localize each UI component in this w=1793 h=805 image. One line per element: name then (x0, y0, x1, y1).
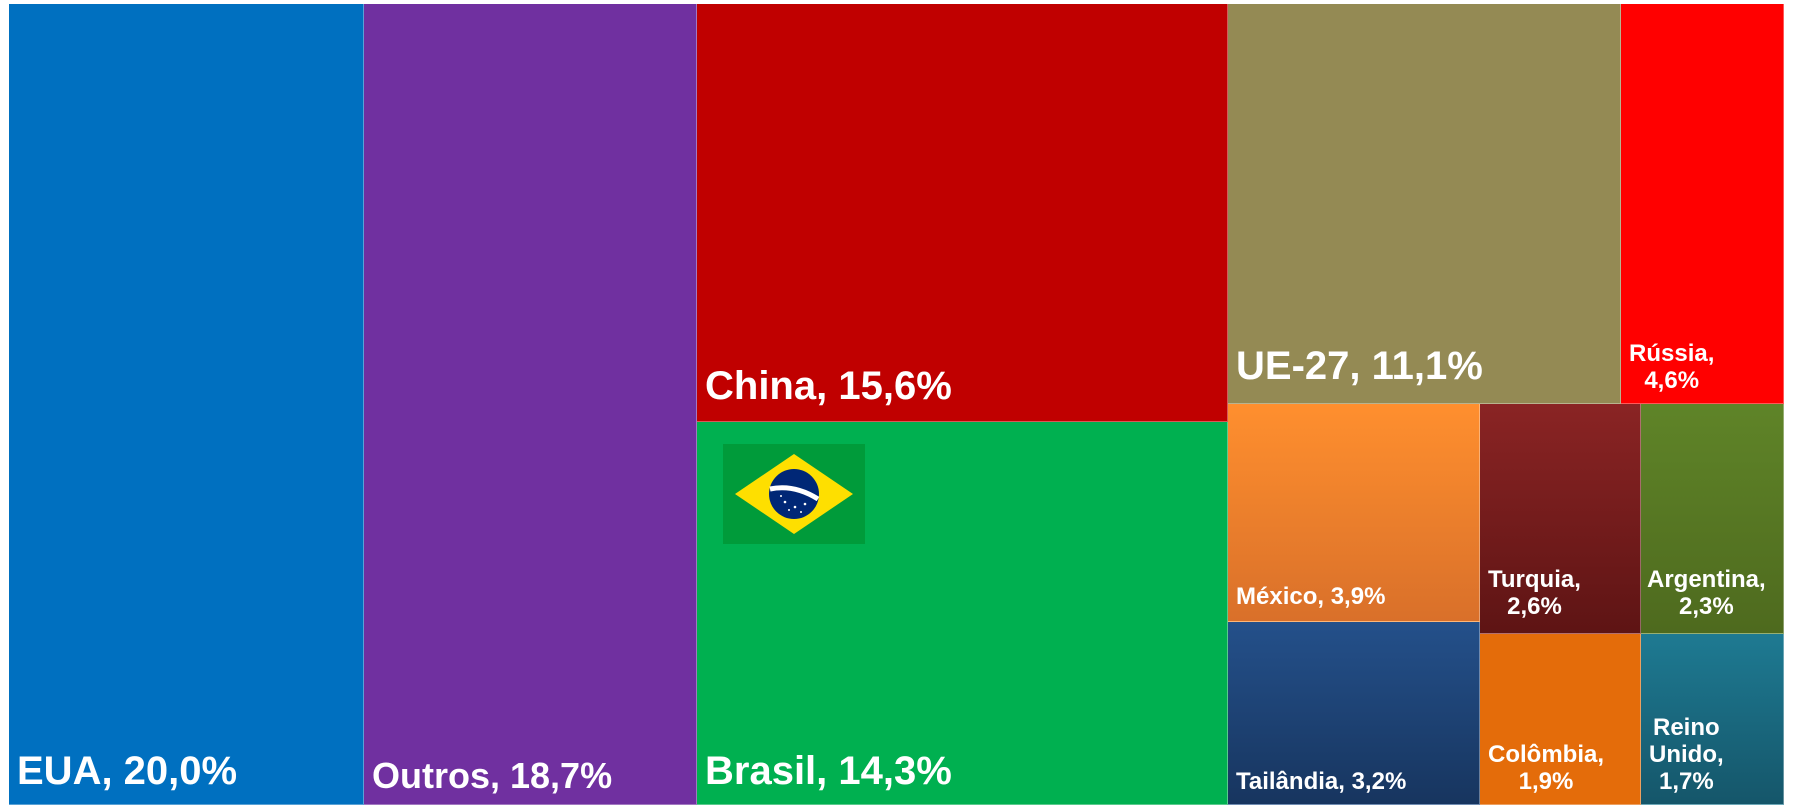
treemap-label-china: China, 15,6% (705, 364, 952, 409)
treemap-tile-reino-unido: Reino Unido, 1,7% (1641, 634, 1784, 805)
treemap-tile-tailandia: Tailândia, 3,2% (1228, 622, 1480, 805)
treemap-tile-china: China, 15,6% (697, 4, 1228, 422)
treemap-tile-outros: Outros, 18,7% (364, 4, 697, 805)
treemap-label-brasil: Brasil, 14,3% (705, 749, 952, 794)
treemap-label-mexico: México, 3,9% (1236, 583, 1386, 611)
treemap-label-outros: Outros, 18,7% (372, 754, 613, 796)
treemap-label-argentina: Argentina, 2,3% (1647, 566, 1766, 621)
treemap-tile-brasil: Brasil, 14,3% (697, 422, 1228, 805)
treemap-label-ue-27: UE-27, 11,1% (1236, 344, 1483, 389)
treemap-tile-eua: EUA, 20,0% (9, 4, 364, 805)
treemap-label-tailandia: Tailândia, 3,2% (1236, 768, 1407, 796)
treemap-tile-turquia: Turquia, 2,6% (1480, 404, 1641, 634)
treemap-label-colombia: Colômbia, 1,9% (1488, 741, 1605, 796)
treemap-tile-russia: Rússia, 4,6% (1621, 4, 1784, 404)
treemap-chart: EUA, 20,0% Outros, 18,7% China, 15,6% Brasi… (9, 4, 1784, 805)
treemap-tile-mexico: México, 3,9% (1228, 404, 1480, 622)
treemap-label-reino-unido: Reino Unido, 1,7% (1649, 714, 1724, 796)
treemap-label-russia: Rússia, 4,6% (1629, 340, 1715, 395)
treemap-tile-argentina: Argentina, 2,3% (1641, 404, 1784, 634)
treemap-tile-colombia: Colômbia, 1,9% (1480, 634, 1641, 805)
treemap-label-eua: EUA, 20,0% (17, 749, 238, 794)
treemap-label-turquia: Turquia, 2,6% (1488, 566, 1581, 621)
brazil-flag-icon (723, 444, 865, 544)
treemap-tile-ue-27: UE-27, 11,1% (1228, 4, 1621, 404)
